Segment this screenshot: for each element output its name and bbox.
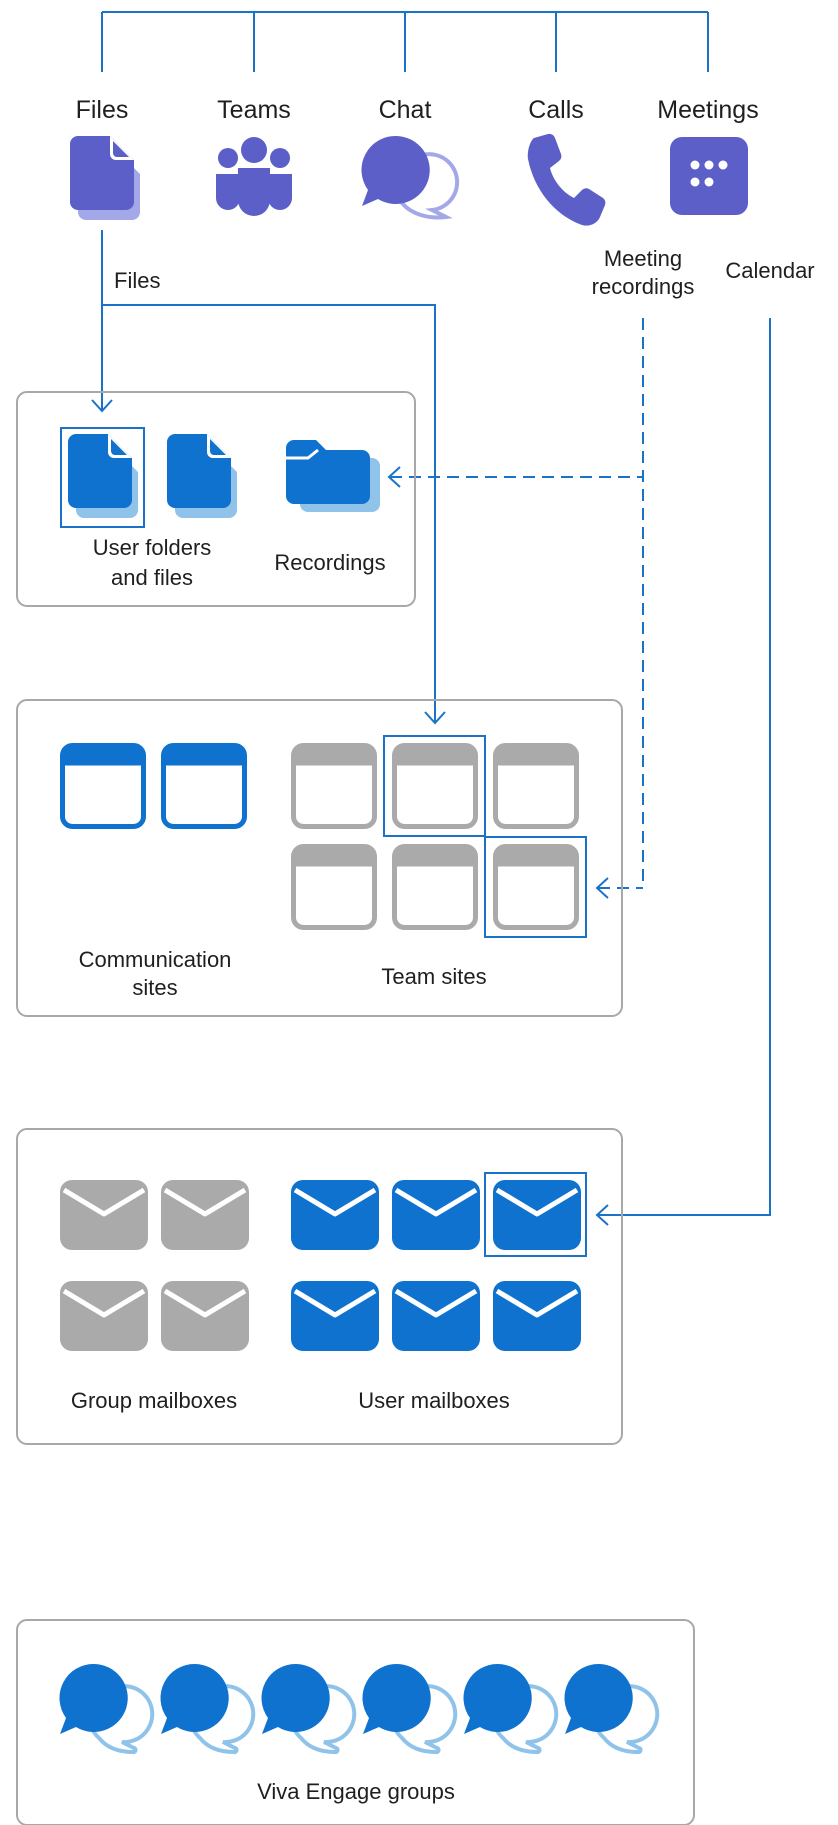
phone-icon — [527, 133, 606, 226]
app-label-files: Files — [76, 96, 129, 124]
team-site-icon — [395, 746, 476, 827]
viva-group-chat-icon — [158, 1661, 256, 1755]
user-mailbox-icon — [291, 1180, 379, 1250]
team-site-icon — [294, 847, 375, 928]
app-label-calls: Calls — [528, 96, 584, 124]
user-file-highlight — [60, 427, 145, 528]
user-folders-label-line1: User folders — [93, 535, 212, 560]
top-connector-bar — [101, 11, 709, 72]
user-mailboxes-label: User mailboxes — [358, 1388, 510, 1413]
group-mailbox-icon — [161, 1281, 249, 1351]
team-site-icon — [395, 847, 476, 928]
file-icon — [70, 136, 140, 220]
team-sites-label: Team sites — [381, 964, 486, 989]
viva-group-chat-icon — [259, 1661, 357, 1755]
user-file-icon — [68, 434, 138, 518]
calendar-connector — [595, 318, 771, 1226]
team-site-highlight — [484, 836, 587, 938]
communication-site-icon — [63, 746, 144, 827]
user-folders-label-line2: and files — [111, 565, 193, 590]
viva-group-chat-icon — [562, 1661, 660, 1755]
group-mailbox-icon — [161, 1180, 249, 1250]
app-label-meetings: Meetings — [657, 96, 758, 124]
sharepoint-box — [16, 699, 623, 1017]
meeting-recordings-connector — [387, 318, 644, 899]
communication-sites-label-line1: Communication — [79, 947, 232, 972]
viva-engage-groups — [57, 1661, 660, 1755]
viva-engage-label: Viva Engage groups — [257, 1779, 455, 1804]
user-mailbox-icon — [392, 1281, 480, 1351]
recordings-label: Recordings — [274, 550, 385, 575]
folder-icon — [286, 440, 380, 512]
exchange-box — [16, 1128, 623, 1445]
communication-site-icon — [164, 746, 245, 827]
meetings-icon — [670, 137, 748, 215]
viva-engage-box — [16, 1619, 695, 1825]
group-mailbox-icon — [60, 1180, 148, 1250]
meeting-recordings-label-line1: Meeting — [604, 246, 682, 271]
user-mailbox-icon — [392, 1180, 480, 1250]
viva-group-chat-icon — [360, 1661, 458, 1755]
user-mailbox-highlight — [484, 1172, 587, 1257]
app-label-chat: Chat — [379, 96, 432, 124]
team-site-highlight — [383, 735, 486, 837]
user-mailbox-icon — [493, 1281, 581, 1351]
people-icon — [216, 137, 292, 216]
meeting-recordings-label-line2: recordings — [592, 274, 695, 299]
group-mailbox-icon — [60, 1281, 148, 1351]
viva-group-chat-icon — [461, 1661, 559, 1755]
team-site-icon — [496, 746, 577, 827]
user-file-icon — [167, 434, 237, 518]
user-mailbox-icon — [493, 1180, 581, 1250]
calendar-label: Calendar — [725, 258, 814, 283]
chat-icon — [361, 135, 460, 220]
files-connector — [91, 230, 446, 725]
communication-sites-label-line2: sites — [132, 975, 177, 1000]
team-site-icon — [496, 847, 577, 928]
group-mailboxes-label: Group mailboxes — [71, 1388, 237, 1413]
onedrive-box — [16, 391, 416, 607]
app-label-teams: Teams — [217, 96, 291, 124]
files-connector-label: Files — [114, 268, 160, 293]
team-site-icon — [294, 746, 375, 827]
viva-group-chat-icon — [57, 1661, 155, 1755]
user-mailbox-icon — [291, 1281, 379, 1351]
